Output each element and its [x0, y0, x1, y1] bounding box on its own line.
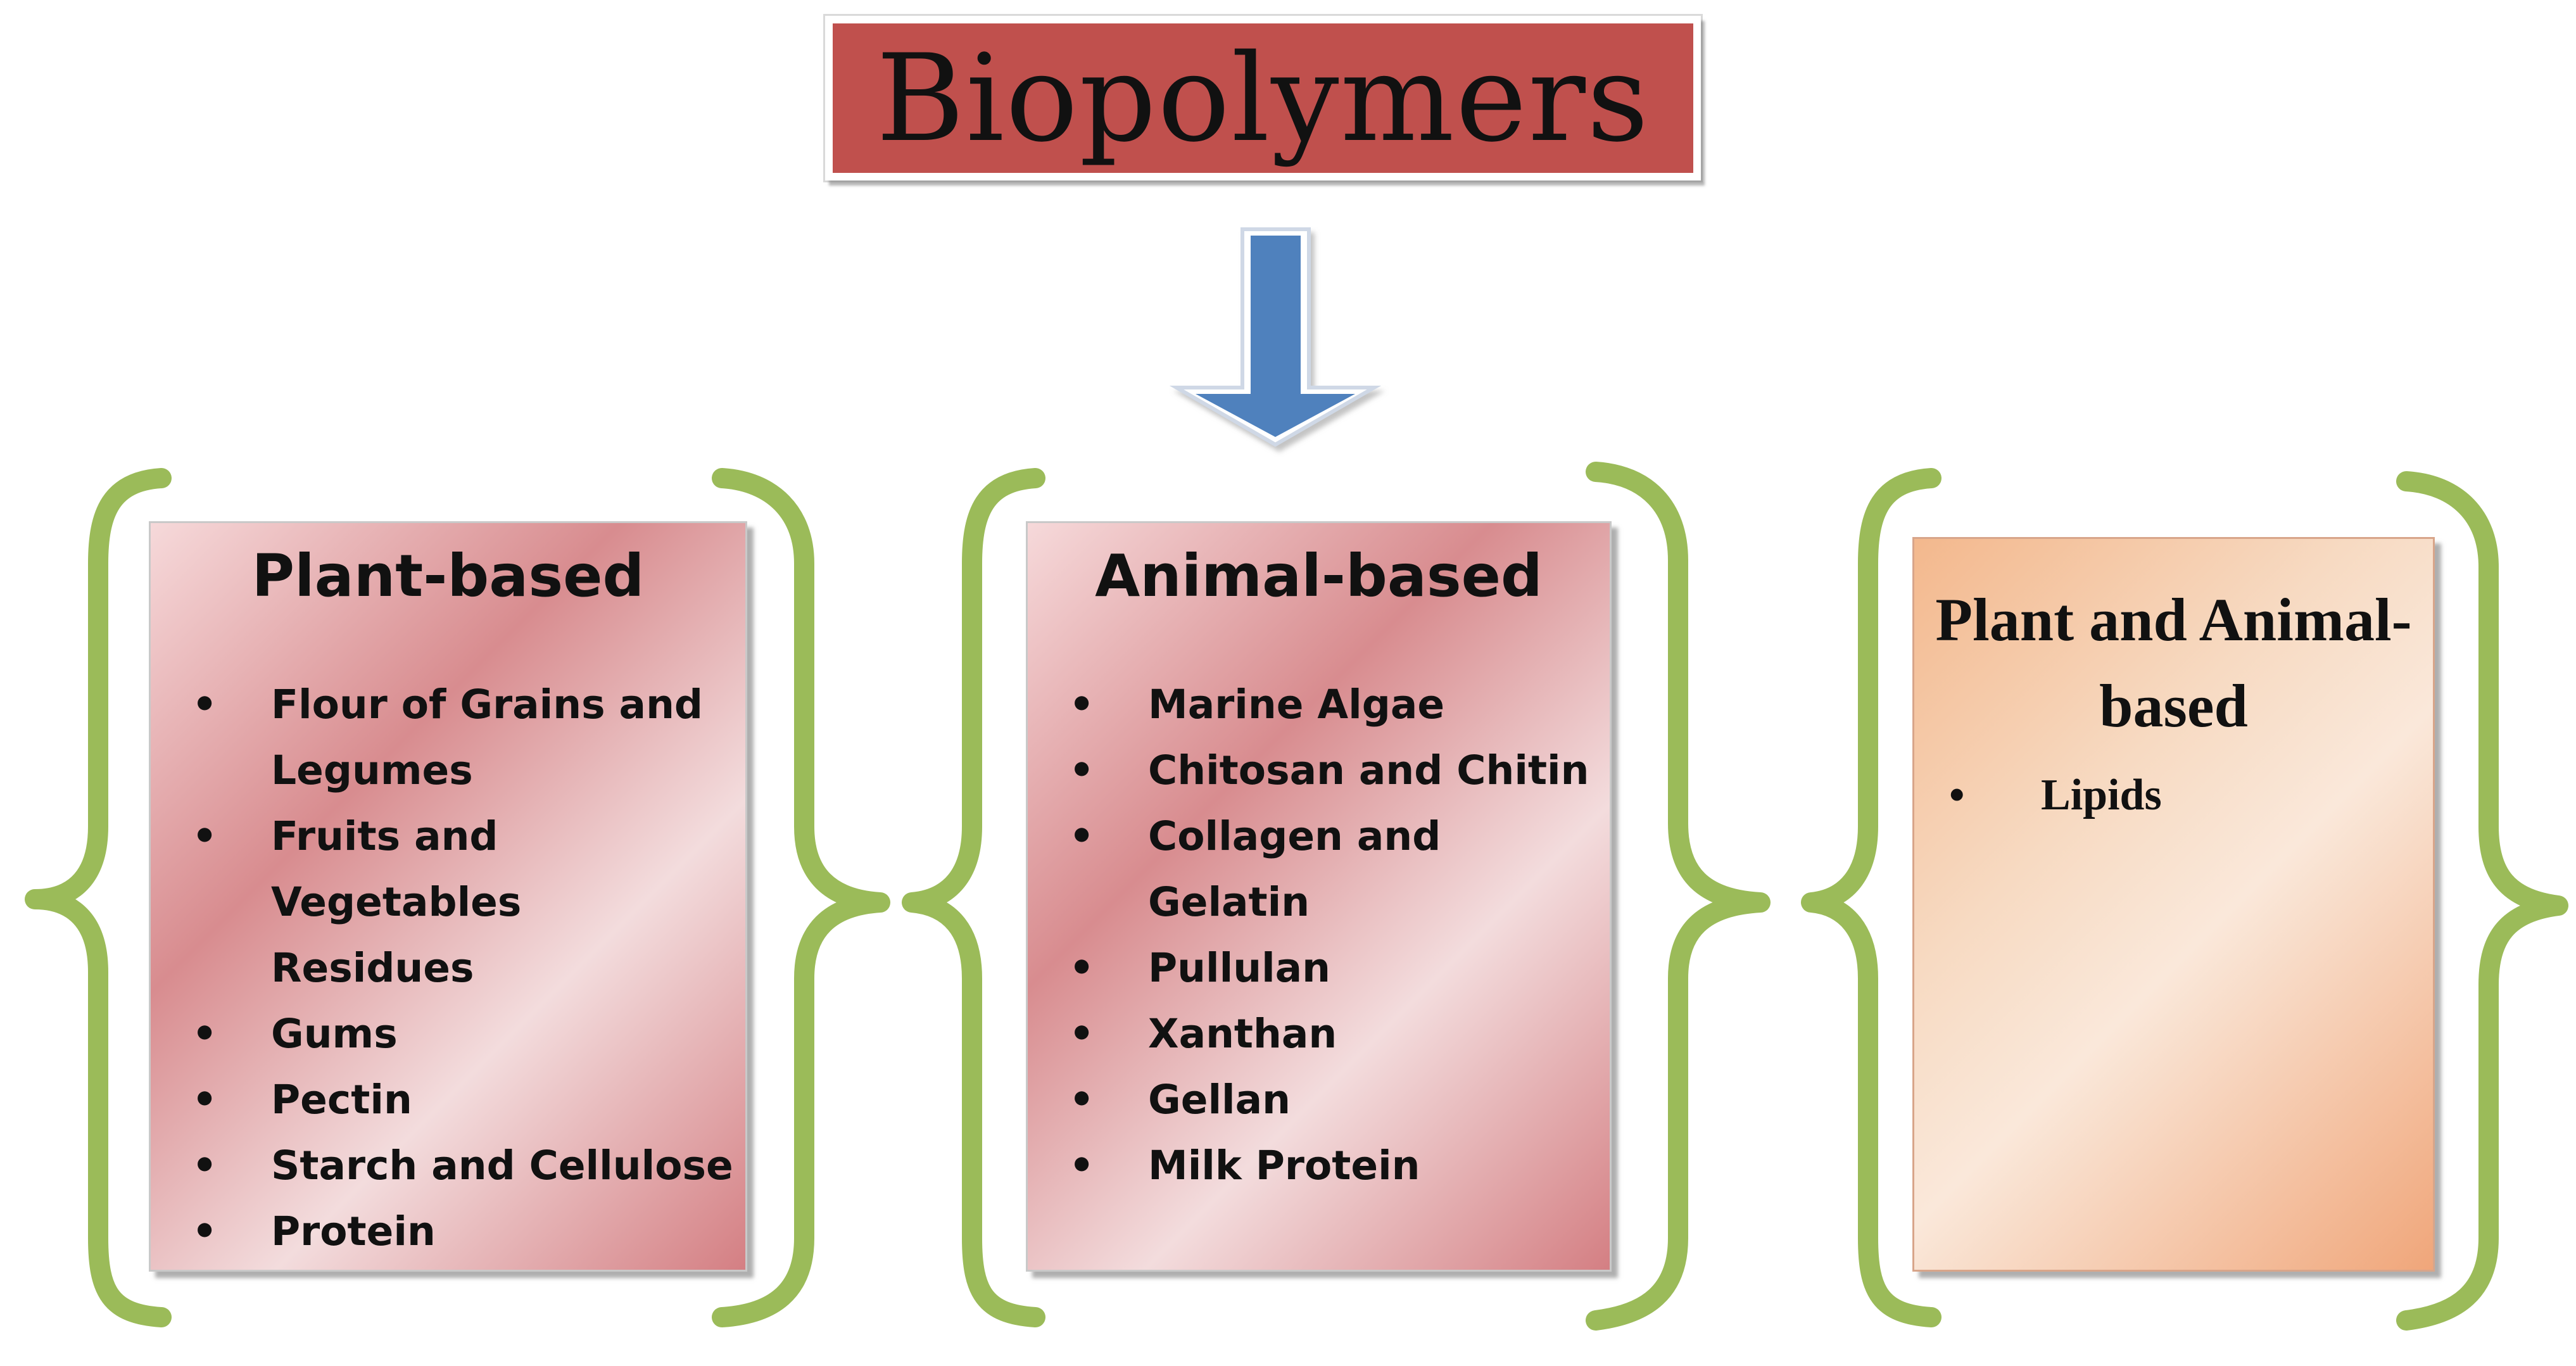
bullet-icon: •	[192, 1208, 218, 1255]
list-item-label: Gums	[271, 1011, 398, 1057]
list-item: • Fruits and Vegetables Residues	[186, 804, 736, 1001]
list-item: • Marine Algae	[1063, 672, 1607, 738]
list-item-label: Xanthan	[1148, 1011, 1337, 1057]
list-item-label: Starch and Cellulose	[271, 1142, 733, 1189]
left-brace-both	[1801, 468, 1941, 1327]
list-item: • Milk Protein	[1063, 1133, 1607, 1199]
list-item: • Gums	[186, 1001, 736, 1067]
list-item-label: Fruits and Vegetables Residues	[271, 813, 522, 991]
list-item-label: Protein	[271, 1208, 436, 1255]
list-item-label: Pectin	[271, 1077, 412, 1123]
list-item: • Starch and Cellulose	[186, 1133, 736, 1199]
plant-based-list: • Flour of Grains and Legumes • Fruits and…	[186, 672, 736, 1265]
bullet-icon: •	[1069, 813, 1095, 859]
bullet-icon: •	[192, 1142, 218, 1189]
bullet-icon: •	[1069, 681, 1095, 728]
list-item-label: Milk Protein	[1148, 1142, 1420, 1189]
right-brace-plant	[712, 468, 890, 1327]
list-item-label: Collagen and Gelatin	[1148, 813, 1441, 925]
list-item-label: Marine Algae	[1148, 681, 1445, 728]
list-item-label: Gellan	[1148, 1077, 1291, 1123]
animal-based-heading: Animal-based	[1095, 542, 1543, 610]
plant-based-heading: Plant-based	[251, 542, 645, 610]
bullet-icon: •	[192, 813, 218, 859]
bullet-icon: •	[1069, 1142, 1095, 1189]
bullet-icon: •	[192, 681, 218, 728]
bullet-icon: •	[1069, 1077, 1095, 1123]
left-brace-animal	[902, 468, 1045, 1327]
bullet-icon: •	[1069, 747, 1095, 794]
animal-based-card: Animal-based • Marine Algae • Chitosan and…	[1026, 521, 1612, 1272]
plant-and-animal-based-heading: Plant and Animal-based	[1935, 586, 2412, 740]
list-item-label: Pullulan	[1148, 945, 1331, 991]
list-item-label: Flour of Grains and Legumes	[271, 681, 704, 794]
list-item-label: Lipids	[2041, 771, 2162, 819]
list-item: • Collagen and Gelatin	[1063, 804, 1607, 935]
list-item-label: Chitosan and Chitin	[1148, 747, 1589, 794]
left-brace-plant	[25, 468, 172, 1327]
list-item: • Flour of Grains and Legumes	[186, 672, 736, 804]
bullet-icon: •	[1069, 1011, 1095, 1057]
list-item: • Pectin	[186, 1067, 736, 1133]
list-item: • Lipids	[1943, 764, 2424, 827]
plant-and-animal-based-list: • Lipids	[1943, 764, 2424, 827]
down-arrow-icon	[1169, 227, 1382, 447]
plant-based-card: Plant-based • Flour of Grains and Legumes…	[149, 521, 747, 1272]
right-brace-both	[2396, 471, 2568, 1331]
plant-and-animal-based-card: Plant and Animal-based • Lipids	[1912, 537, 2435, 1272]
bullet-icon: •	[1069, 945, 1095, 991]
title-box: Biopolymers	[825, 16, 1701, 180]
right-brace-animal	[1586, 462, 1771, 1331]
list-item: • Pullulan	[1063, 935, 1607, 1001]
bullet-icon: •	[192, 1077, 218, 1123]
list-item: • Xanthan	[1063, 1001, 1607, 1067]
bullet-icon: •	[1949, 771, 1965, 819]
list-item: • Gellan	[1063, 1067, 1607, 1133]
list-item: • Chitosan and Chitin	[1063, 738, 1607, 804]
animal-based-list: • Marine Algae • Chitosan and Chitin • Coll…	[1063, 672, 1607, 1199]
diagram-title: Biopolymers	[876, 28, 1650, 168]
bullet-icon: •	[192, 1011, 218, 1057]
list-item: • Protein	[186, 1199, 736, 1265]
